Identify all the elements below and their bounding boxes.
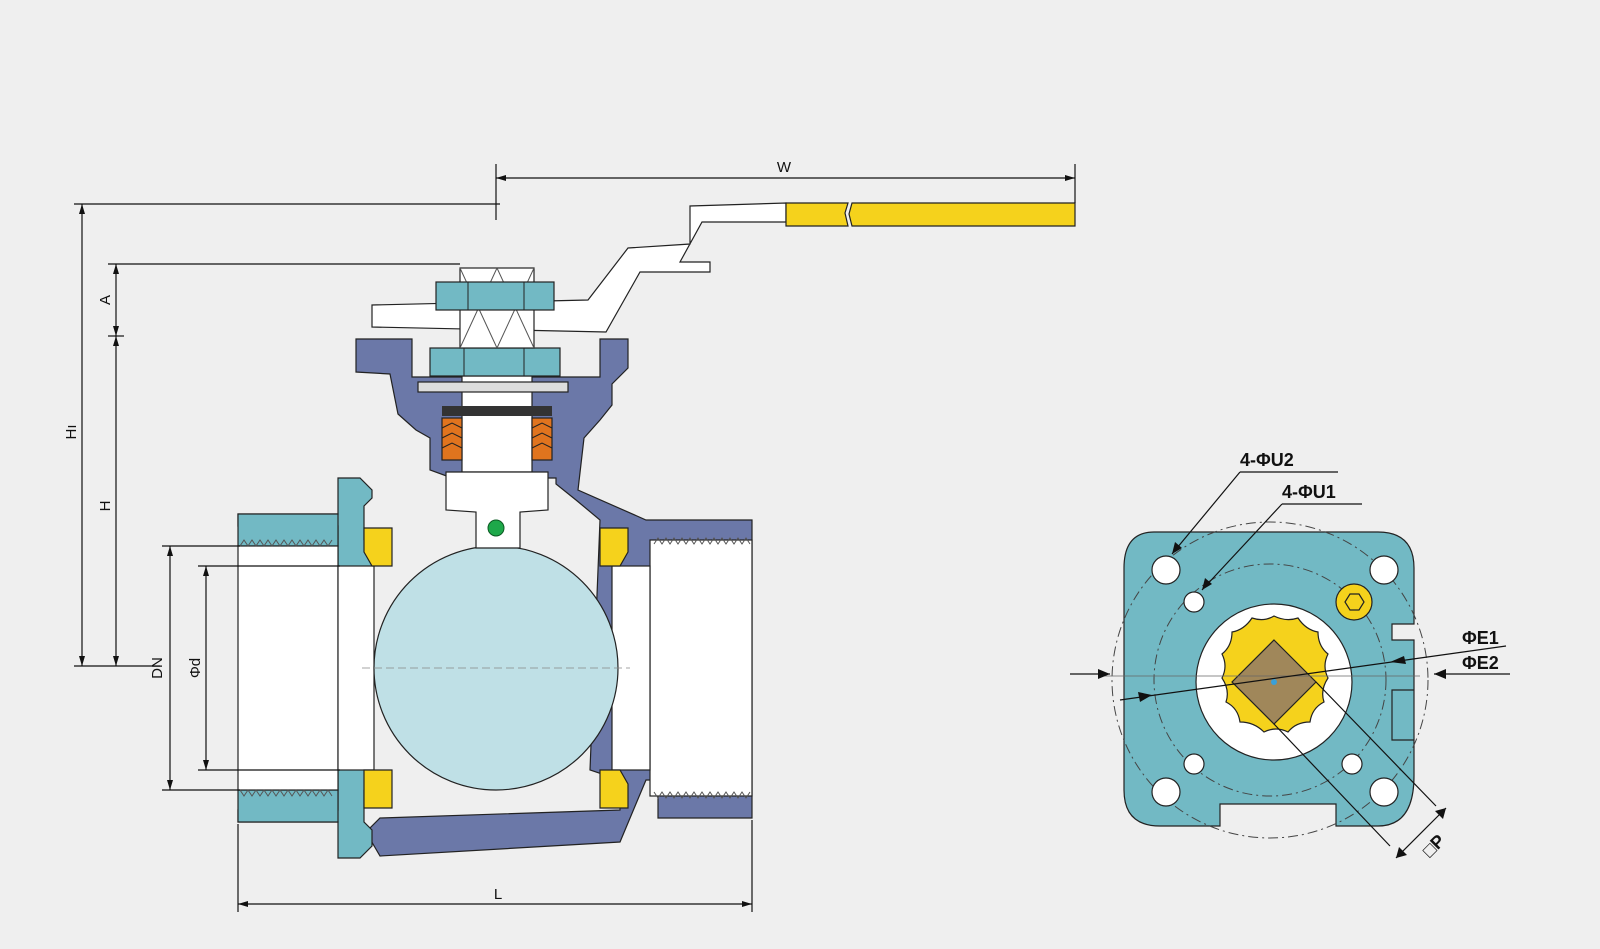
dimension-h [113, 336, 119, 666]
lever-grip [785, 202, 849, 227]
leader-u2 [1171, 471, 1338, 555]
label-u2: 4-ΦU2 [1240, 450, 1294, 470]
label-e1: ΦE1 [1462, 628, 1499, 648]
dimension-w [495, 164, 1076, 220]
bolt-hole-u1 [1183, 753, 1205, 775]
label-p: □P [1419, 831, 1449, 861]
dimension-dn [162, 545, 240, 791]
left-cap-bottom-band [237, 789, 339, 823]
stem-center-dot [1271, 679, 1277, 685]
pitch-circle-u1 [1153, 563, 1387, 797]
label-dn: DN [149, 657, 166, 679]
stem-tang [445, 471, 549, 549]
seat-top-right [599, 527, 629, 567]
bolt-hole-u1 [1341, 753, 1363, 775]
side-section-view: W Hı A H DN [63, 159, 1076, 912]
dimension-l [237, 820, 753, 912]
label-a: A [97, 295, 114, 305]
dimension-h1 [74, 203, 500, 667]
dimension-p [1273, 681, 1447, 859]
right-port [649, 539, 753, 797]
dimension-e1 [1119, 645, 1507, 702]
label-h1: Hı [63, 425, 80, 440]
hex-socket-icon [1344, 593, 1365, 611]
label-l: L [494, 886, 502, 903]
left-port [237, 545, 339, 791]
label-phi-d: Φd [187, 658, 204, 678]
top-flange-view: ΦE2 ΦE1 4-ΦU2 4-ΦU1 □P [1070, 450, 1510, 861]
stem-dot [487, 519, 505, 537]
seat-top-left [363, 527, 393, 567]
leader-u1 [1201, 503, 1362, 591]
bolt-hole-u2 [1369, 777, 1399, 807]
lever-handle [371, 202, 1076, 333]
dimension-e2 [1070, 669, 1510, 679]
bolt-hole-u2 [1369, 555, 1399, 585]
flange-notch [1391, 689, 1414, 741]
lever-arm [371, 202, 787, 333]
lever-grip-end [848, 202, 1076, 227]
label-u1: 4-ΦU1 [1282, 482, 1336, 502]
stem-nut-upper [435, 281, 555, 311]
seat-bottom-left [363, 769, 393, 809]
bolt-hole-u2 [1151, 777, 1181, 807]
bolt-hole-u2 [1151, 555, 1181, 585]
right-thread [653, 537, 751, 799]
stem-packing [441, 406, 553, 461]
seat-bottom-right [599, 769, 629, 809]
hex-screw [1335, 583, 1373, 621]
label-w: W [777, 159, 792, 176]
pitch-circle-u2 [1111, 521, 1429, 839]
bolt-hole-u1 [1183, 591, 1205, 613]
left-cap-top-band [237, 513, 339, 547]
label-h: H [97, 501, 114, 512]
dimension-phi-d [198, 565, 340, 771]
left-thread [239, 539, 333, 797]
stop-plate [417, 381, 569, 393]
label-e2: ΦE2 [1462, 653, 1499, 673]
stem-nut-lower [429, 347, 561, 377]
